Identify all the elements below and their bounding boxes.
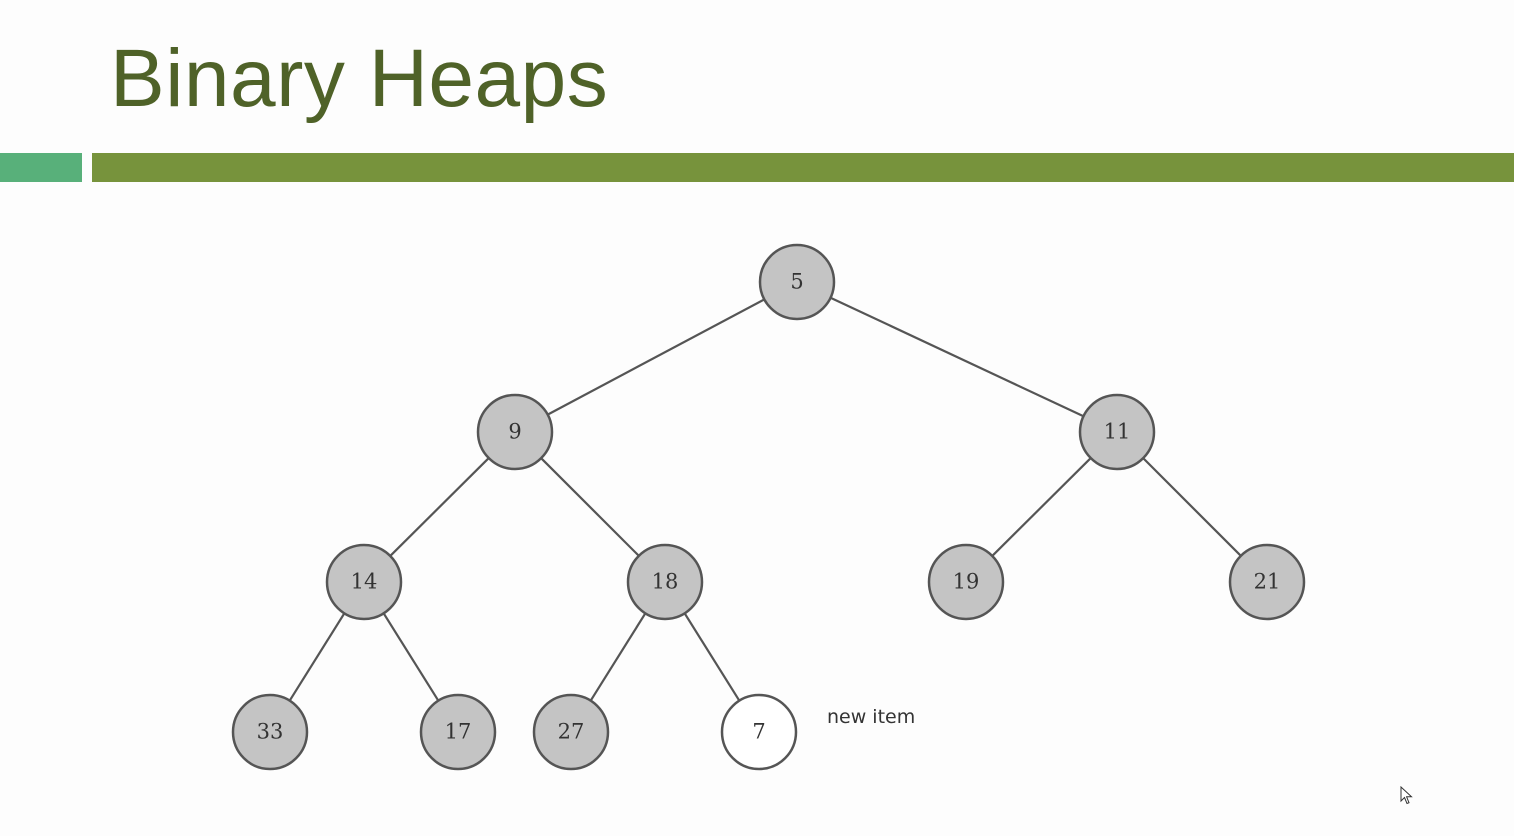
heap-node-label: 14 [351, 570, 378, 594]
heap-node: 19 [927, 543, 1005, 621]
heap-edge [547, 298, 765, 416]
heap-node-circle [231, 693, 309, 771]
heap-node-label: 21 [1254, 570, 1281, 594]
heap-node: 18 [626, 543, 704, 621]
heap-edge [589, 612, 647, 702]
heap-edges [288, 296, 1242, 702]
heap-node: 9 [476, 393, 554, 471]
heap-node-circle [927, 543, 1005, 621]
heap-edge [382, 612, 440, 702]
heap-node-label: 27 [558, 720, 585, 744]
slide-title: Binary Heaps [110, 33, 609, 124]
heap-node-circle [325, 543, 403, 621]
heap-edge [540, 457, 640, 557]
heap-node-label: 18 [652, 570, 679, 594]
heap-nodes: 5 9 11 14 18 19 21 33 17 27 7 [231, 243, 1306, 771]
heap-node-label: 33 [257, 720, 284, 744]
heap-edge [288, 612, 346, 702]
heap-node-circle [758, 243, 836, 321]
accent-bar-left [0, 153, 82, 182]
heap-node-label: 11 [1104, 420, 1131, 444]
heap-node: 5 [758, 243, 836, 321]
heap-node-label: 7 [752, 720, 765, 744]
heap-node: 33 [231, 693, 309, 771]
heap-edge [830, 296, 1084, 418]
new-item-annotation: new item [827, 706, 915, 728]
heap-node-label: 9 [508, 420, 521, 444]
mouse-pointer-icon [1400, 786, 1413, 805]
heap-node-circle [720, 693, 798, 771]
accent-bar-right [92, 153, 1514, 182]
heap-edge [1142, 457, 1242, 557]
heap-node-circle [626, 543, 704, 621]
heap-edge [389, 457, 490, 557]
heap-node: 14 [325, 543, 403, 621]
heap-node-circle [419, 693, 497, 771]
heap-node-label: 19 [953, 570, 980, 594]
heap-edge [991, 457, 1092, 557]
heap-node: 27 [532, 693, 610, 771]
heap-node-new: 7 [720, 693, 798, 771]
heap-node-circle [1078, 393, 1156, 471]
heap-node-label: 17 [445, 720, 472, 744]
heap-node-circle [1228, 543, 1306, 621]
heap-node-circle [532, 693, 610, 771]
heap-node-label: 5 [790, 270, 803, 294]
heap-edge [683, 612, 741, 702]
heap-node: 11 [1078, 393, 1156, 471]
heap-node: 21 [1228, 543, 1306, 621]
heap-node: 17 [419, 693, 497, 771]
heap-node-circle [476, 393, 554, 471]
